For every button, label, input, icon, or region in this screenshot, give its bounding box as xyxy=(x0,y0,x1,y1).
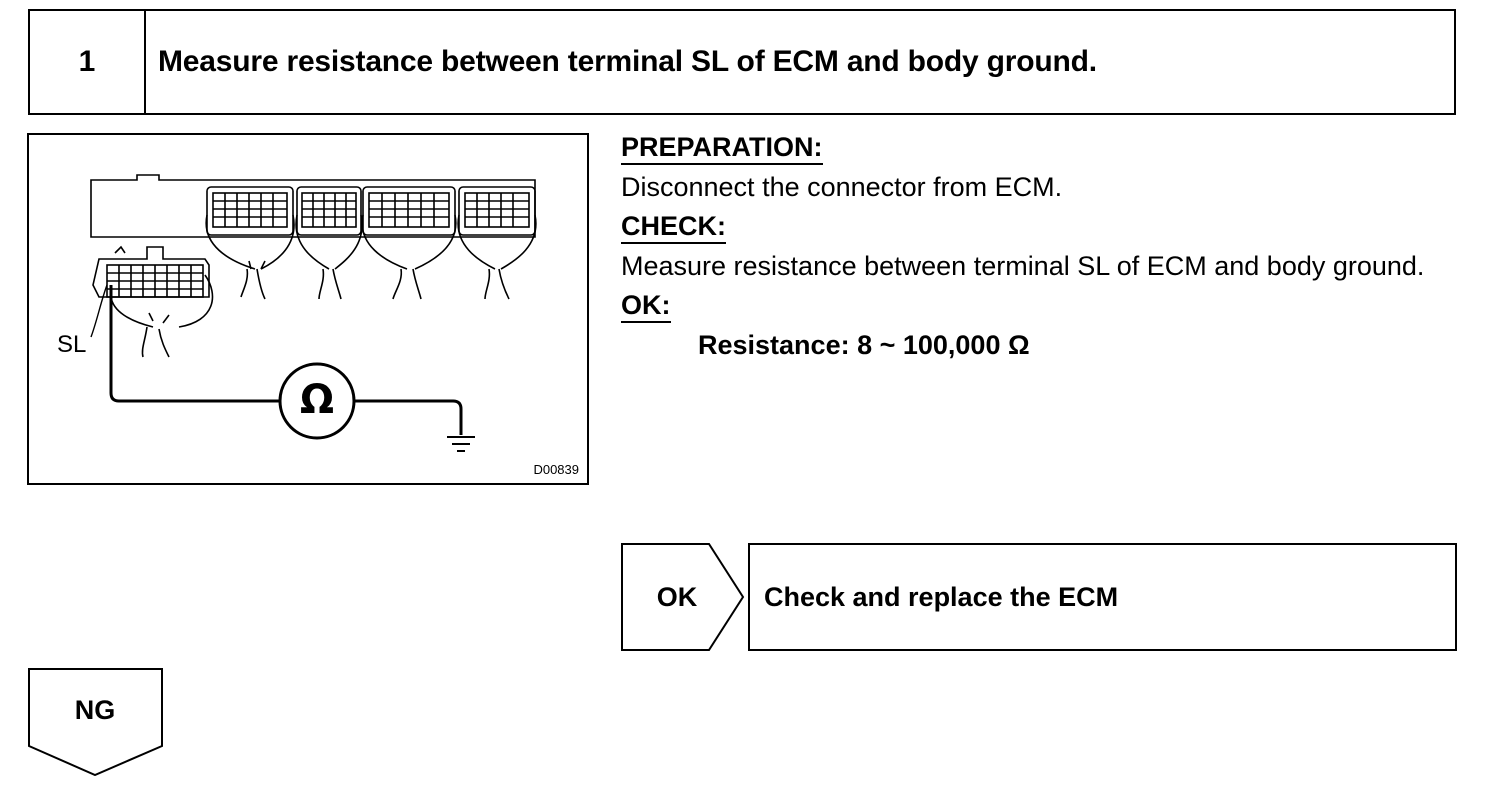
step-number: 1 xyxy=(30,11,146,113)
step-header: 1 Measure resistance between terminal SL… xyxy=(28,9,1456,115)
ok-flag: OK xyxy=(621,543,745,651)
check-text: Measure resistance between terminal SL o… xyxy=(621,250,1425,281)
detached-connector xyxy=(92,245,214,358)
preparation-text: Disconnect the connector from ECM. xyxy=(621,171,1063,202)
ohmmeter-symbol: Ω xyxy=(299,377,334,423)
ecm-connector-illustration: SL Ω D00839 xyxy=(27,133,589,485)
procedure-text: PREPARATION: Disconnect the connector fr… xyxy=(621,128,1459,365)
ng-flag: NG xyxy=(28,668,164,776)
preparation-heading: PREPARATION: xyxy=(621,131,823,165)
ecm-connector-4 xyxy=(457,186,537,270)
ok-action-box: Check and replace the ECM xyxy=(748,543,1457,651)
connector-diagram xyxy=(90,174,537,452)
ecm-connector-3 xyxy=(361,186,457,270)
ecm-connector-1 xyxy=(205,186,295,270)
step-title: Measure resistance between terminal SL o… xyxy=(158,45,1097,78)
ground-symbol xyxy=(447,436,475,452)
ok-label: OK xyxy=(656,581,698,612)
terminal-sl-label: SL xyxy=(57,331,87,358)
measurement-lead xyxy=(109,285,463,440)
ecm-connector-2 xyxy=(295,186,363,270)
ok-heading: OK: xyxy=(621,289,671,323)
check-heading: CHECK: xyxy=(621,210,726,244)
ng-label: NG xyxy=(74,694,116,725)
figure-code: D00839 xyxy=(533,462,579,477)
ok-spec: Resistance: 8 ~ 100,000 Ω xyxy=(698,329,1030,360)
